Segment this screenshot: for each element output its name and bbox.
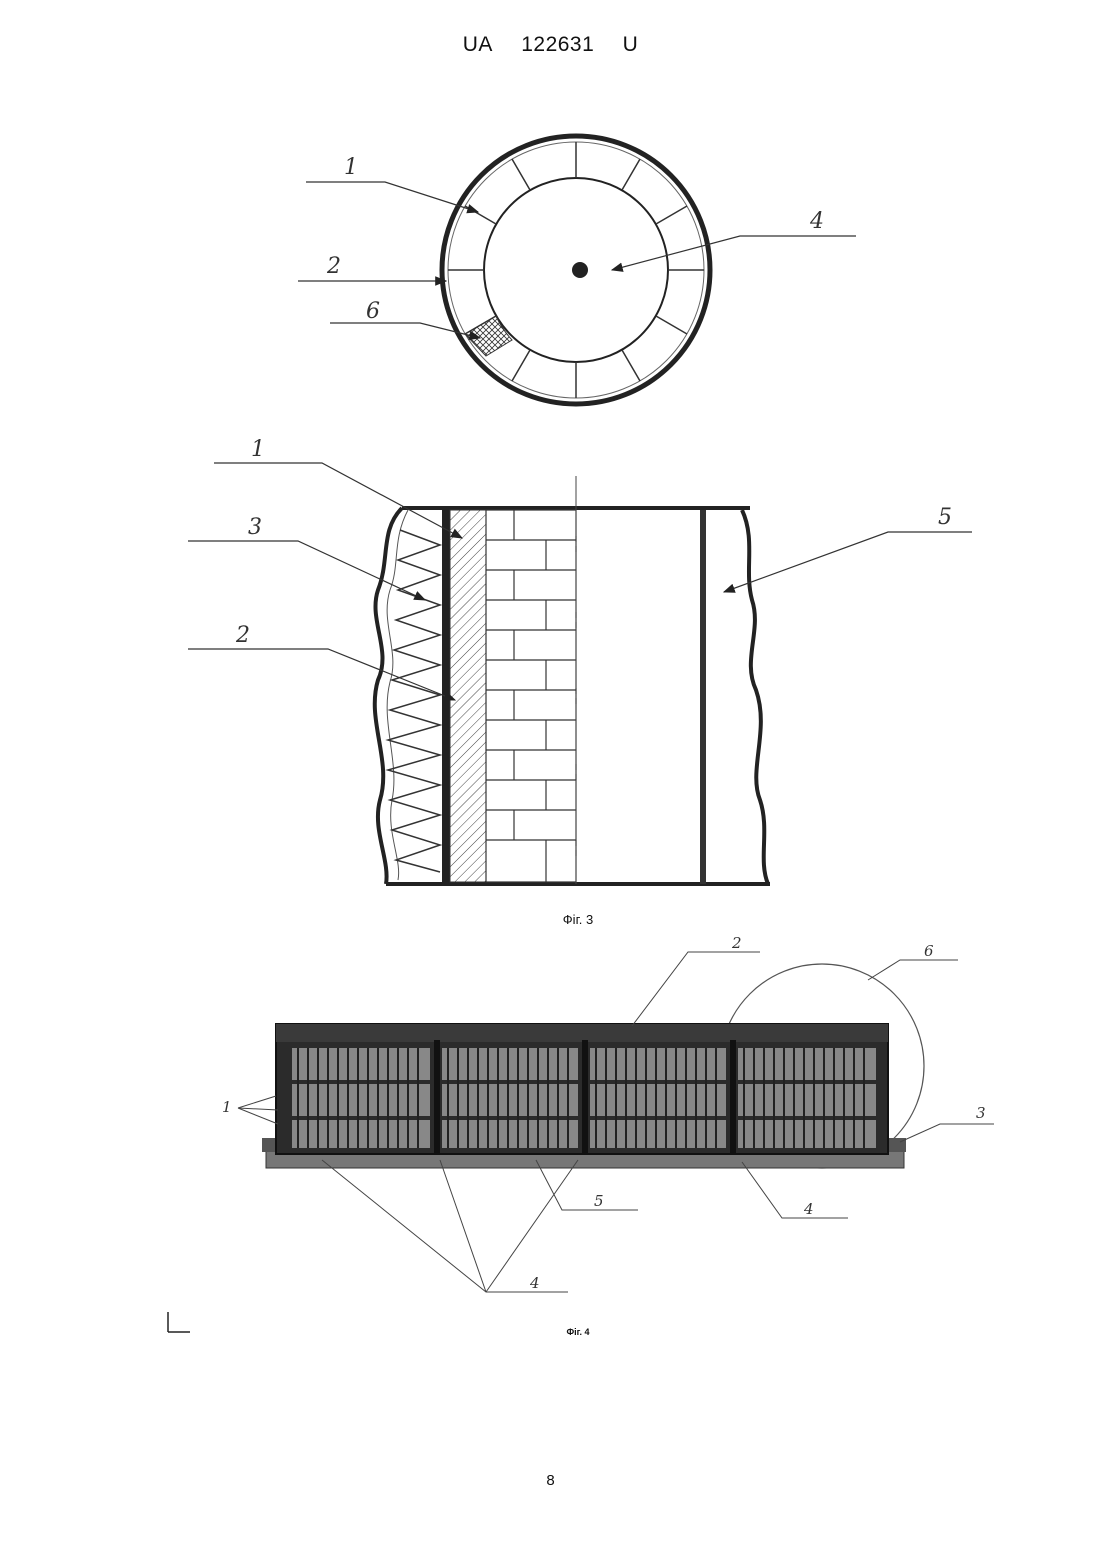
figure4-caption: Фіг. 4 <box>528 1327 628 1337</box>
hatched-lining <box>450 510 486 882</box>
fig4-label-3: 3 <box>976 1104 986 1122</box>
left-wavy-wall-inner <box>387 510 408 880</box>
leader-lines-top <box>298 182 856 338</box>
right-inner-wall <box>700 510 706 884</box>
figure-top-section: 1 2 6 4 <box>298 136 856 404</box>
brick-lining <box>486 510 576 882</box>
right-wavy-wall <box>742 510 768 884</box>
cassette-top-rail <box>276 1024 888 1042</box>
leader-lines-fig3 <box>188 463 972 700</box>
fig3-label-3: 3 <box>248 515 262 540</box>
axis-triad-icon <box>168 1312 190 1332</box>
top-label-1: 1 <box>344 155 358 180</box>
top-label-4: 4 <box>809 209 824 234</box>
fig4-label-5: 5 <box>594 1192 604 1210</box>
top-label-2: 2 <box>326 254 341 279</box>
page-number: 8 <box>0 1472 1101 1489</box>
fig3-label-2: 2 <box>235 623 250 648</box>
fig3-label-1: 1 <box>251 437 265 462</box>
fig3-label-5: 5 <box>938 505 952 530</box>
figure3-caption: Фіг. 3 <box>528 912 628 927</box>
top-label-6: 6 <box>366 299 380 324</box>
insulation-filling <box>388 530 440 872</box>
figure3-section: 1 3 2 5 <box>188 437 972 884</box>
fig4-label-1: 1 <box>222 1098 232 1116</box>
fig4-label-2: 2 <box>731 934 742 952</box>
fig4-label-6: 6 <box>924 942 934 960</box>
fig4-label-4-bottom: 4 <box>529 1274 540 1292</box>
figure4-side-view: 2 6 1 3 5 4 4 <box>168 934 994 1332</box>
center-axis <box>572 262 588 278</box>
fig4-label-4-right: 4 <box>803 1200 814 1218</box>
